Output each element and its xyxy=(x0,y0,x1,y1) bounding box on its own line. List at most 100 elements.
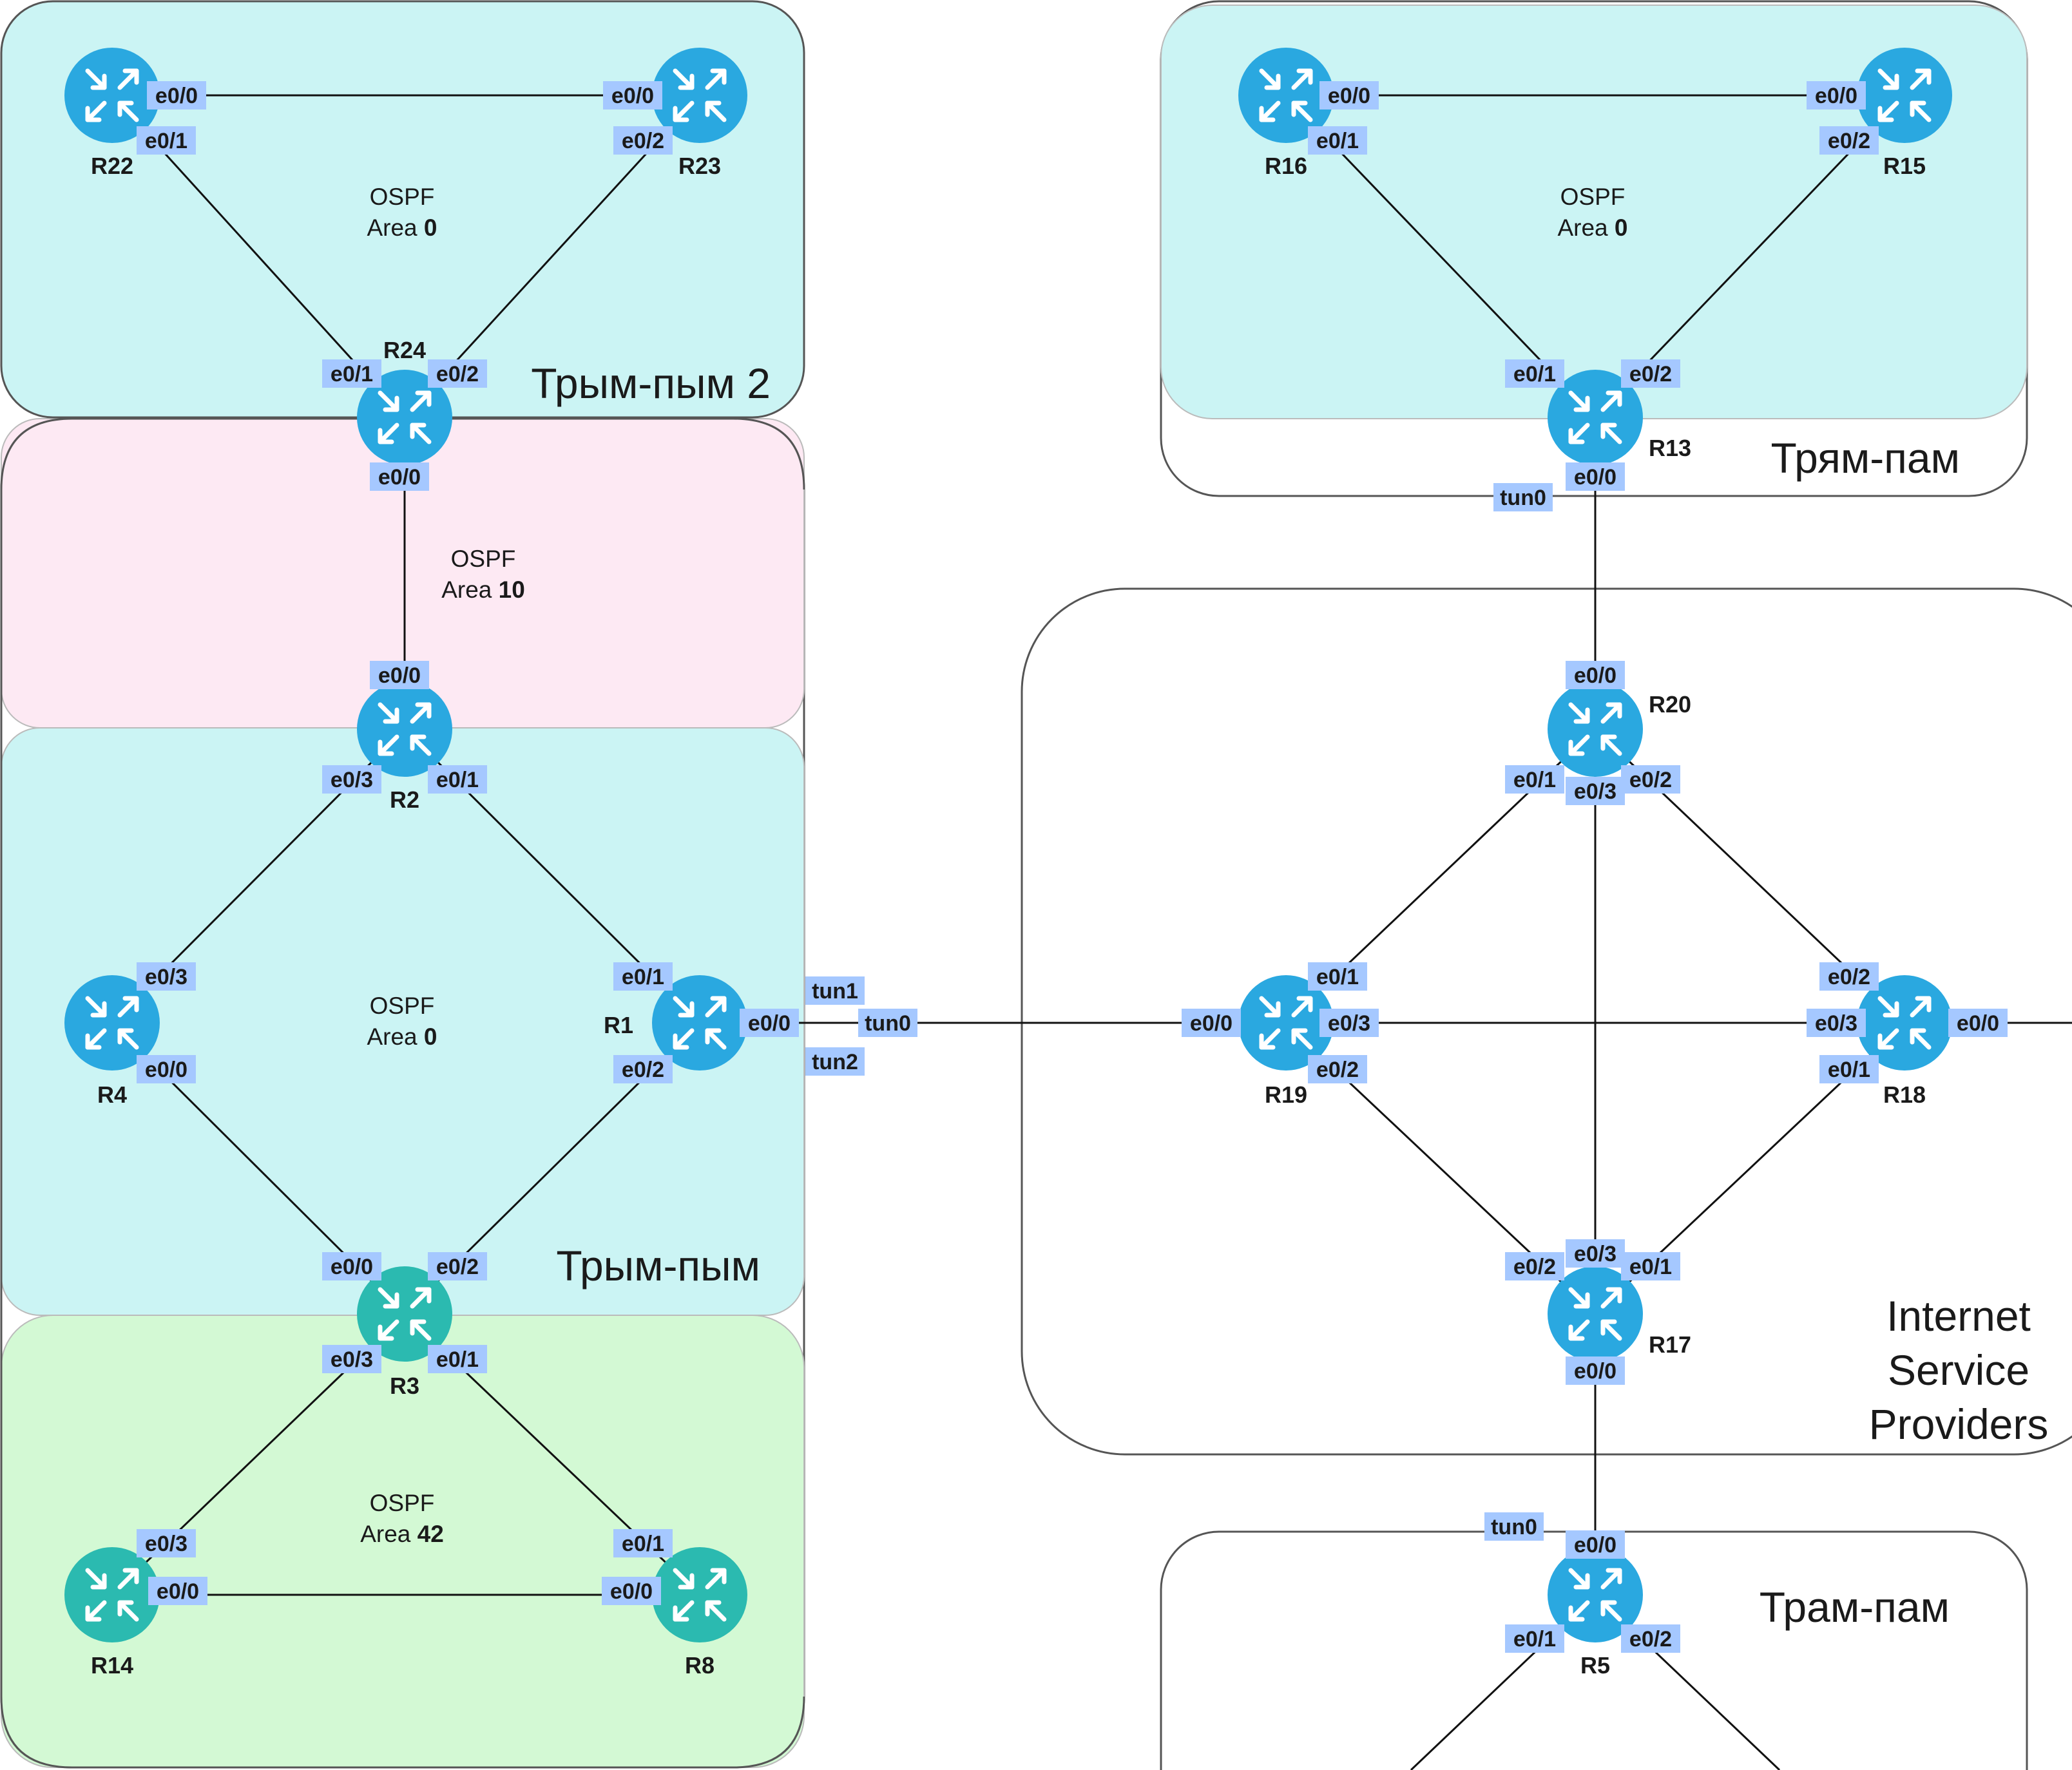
svg-text:e0/0: e0/0 xyxy=(610,1579,653,1604)
port-label-r5-e00: e0/0 xyxy=(1566,1530,1625,1559)
router-name-r3: R3 xyxy=(390,1373,419,1399)
router-r18[interactable] xyxy=(1857,975,1952,1071)
svg-text:e0/1: e0/1 xyxy=(622,1532,664,1556)
port-label-r19-e00: e0/0 xyxy=(1182,1009,1241,1037)
router-name-r17: R17 xyxy=(1649,1331,1691,1358)
ospf-label-top-left: OSPF Area 0 xyxy=(367,184,437,241)
svg-text:e0/0: e0/0 xyxy=(1574,1533,1616,1557)
port-label-r1-tun0: tun0 xyxy=(858,1009,917,1037)
port-label-r22-e00: e0/0 xyxy=(147,81,206,109)
router-name-r23: R23 xyxy=(678,153,721,179)
port-label-r13-e02: e0/2 xyxy=(1621,359,1680,388)
router-r24[interactable] xyxy=(357,370,452,465)
port-label-r2-e03: e0/3 xyxy=(322,765,381,794)
svg-text:e0/2: e0/2 xyxy=(1316,1058,1359,1082)
svg-text:Area 42: Area 42 xyxy=(360,1521,444,1547)
port-label-r2-e01: e0/1 xyxy=(428,765,487,794)
svg-text:e0/0: e0/0 xyxy=(1328,84,1370,108)
zone-title-isp-line3: Providers xyxy=(1869,1400,2049,1448)
svg-text:e0/0: e0/0 xyxy=(1574,465,1616,490)
zone-title-trym-pym: Трым-пым xyxy=(556,1242,760,1289)
svg-text:e0/2: e0/2 xyxy=(436,1255,479,1279)
router-r15[interactable] xyxy=(1857,48,1952,143)
port-label-r19-e01: e0/1 xyxy=(1308,962,1367,991)
router-icon xyxy=(652,1547,747,1642)
port-label-r15-e02: e0/2 xyxy=(1819,126,1879,155)
port-label-r17-e01: e0/1 xyxy=(1621,1252,1680,1280)
zone-title-tryam-pam: Трям-пам xyxy=(1771,434,1961,482)
port-label-r1-e02: e0/2 xyxy=(613,1055,673,1083)
port-label-r14-e00: e0/0 xyxy=(148,1577,207,1605)
port-label-r18-e03: e0/3 xyxy=(1807,1009,1866,1037)
svg-text:OSPF: OSPF xyxy=(1560,184,1626,210)
svg-text:e0/1: e0/1 xyxy=(1828,1058,1870,1082)
svg-text:Area 0: Area 0 xyxy=(367,1023,437,1050)
port-label-r3-e03: e0/3 xyxy=(322,1345,381,1373)
svg-text:e0/3: e0/3 xyxy=(145,1532,187,1556)
port-label-r22-e01: e0/1 xyxy=(137,126,196,155)
ospf-label-top-right: OSPF Area 0 xyxy=(1557,184,1627,241)
router-name-r16: R16 xyxy=(1265,153,1307,179)
router-r16[interactable] xyxy=(1238,48,1334,143)
port-label-r5-e02: e0/2 xyxy=(1621,1624,1680,1653)
svg-text:e0/2: e0/2 xyxy=(622,1058,664,1082)
port-label-r13-tun0: tun0 xyxy=(1493,483,1553,511)
router-r1[interactable] xyxy=(652,975,747,1071)
port-label-r16-e01: e0/1 xyxy=(1308,126,1367,155)
router-r4[interactable] xyxy=(64,975,160,1071)
port-label-r1-tun2: tun2 xyxy=(805,1047,865,1076)
svg-text:e0/3: e0/3 xyxy=(331,1347,373,1372)
ospf-label-mid-left: OSPF Area 10 xyxy=(441,546,525,603)
svg-text:e0/3: e0/3 xyxy=(1815,1011,1857,1036)
router-name-r18: R18 xyxy=(1883,1081,1926,1108)
router-r20[interactable] xyxy=(1548,681,1643,777)
svg-text:e0/1: e0/1 xyxy=(436,768,479,792)
router-r23[interactable] xyxy=(652,48,747,143)
router-r8[interactable] xyxy=(652,1547,747,1642)
svg-text:OSPF: OSPF xyxy=(370,1490,435,1516)
router-r5[interactable] xyxy=(1548,1547,1643,1642)
svg-text:e0/3: e0/3 xyxy=(1328,1011,1370,1036)
port-label-r5-e01: e0/1 xyxy=(1505,1624,1564,1653)
svg-text:e0/2: e0/2 xyxy=(622,129,664,153)
svg-text:e0/3: e0/3 xyxy=(331,768,373,792)
svg-text:Area 0: Area 0 xyxy=(1557,214,1627,241)
port-label-r19-e02: e0/2 xyxy=(1308,1055,1367,1083)
svg-text:e0/2: e0/2 xyxy=(1629,362,1672,386)
svg-text:e0/1: e0/1 xyxy=(145,129,187,153)
port-label-r13-e00: e0/0 xyxy=(1566,462,1625,491)
router-r17[interactable] xyxy=(1548,1266,1643,1362)
zone-title-trym-pym-2: Трым-пым 2 xyxy=(531,359,771,407)
router-r13[interactable] xyxy=(1548,370,1643,465)
router-icon xyxy=(1548,681,1643,777)
svg-text:Area 0: Area 0 xyxy=(367,214,437,241)
port-label-r5-tun0: tun0 xyxy=(1484,1512,1544,1541)
svg-text:e0/2: e0/2 xyxy=(1629,1627,1672,1651)
svg-text:tun0: tun0 xyxy=(1491,1515,1537,1539)
router-r3[interactable] xyxy=(357,1266,452,1362)
router-r19[interactable] xyxy=(1238,975,1334,1071)
port-label-r17-e03: e0/3 xyxy=(1566,1239,1625,1268)
router-r14[interactable] xyxy=(64,1547,160,1642)
router-name-r1: R1 xyxy=(604,1012,633,1038)
port-label-r24-e02: e0/2 xyxy=(428,359,487,388)
svg-text:e0/0: e0/0 xyxy=(378,663,421,688)
svg-text:e0/2: e0/2 xyxy=(436,362,479,386)
router-name-r8: R8 xyxy=(685,1652,715,1679)
port-label-r3-e02: e0/2 xyxy=(428,1252,487,1280)
router-r22[interactable] xyxy=(64,48,160,143)
port-label-r8-e01: e0/1 xyxy=(613,1529,673,1557)
svg-text:e0/0: e0/0 xyxy=(331,1255,373,1279)
port-label-r17-e00: e0/0 xyxy=(1566,1356,1625,1385)
router-name-r14: R14 xyxy=(91,1652,133,1679)
svg-text:e0/0: e0/0 xyxy=(157,1579,199,1604)
zone-title-isp-line2: Service xyxy=(1888,1346,2029,1394)
port-label-r2-e00: e0/0 xyxy=(370,661,429,689)
svg-text:e0/0: e0/0 xyxy=(1190,1011,1233,1036)
router-r2[interactable] xyxy=(357,681,452,777)
svg-text:e0/1: e0/1 xyxy=(1513,362,1556,386)
router-icon xyxy=(1548,1266,1643,1362)
zone-title-isp-line1: Internet xyxy=(1886,1292,2031,1340)
port-label-r18-e02: e0/2 xyxy=(1819,962,1879,991)
